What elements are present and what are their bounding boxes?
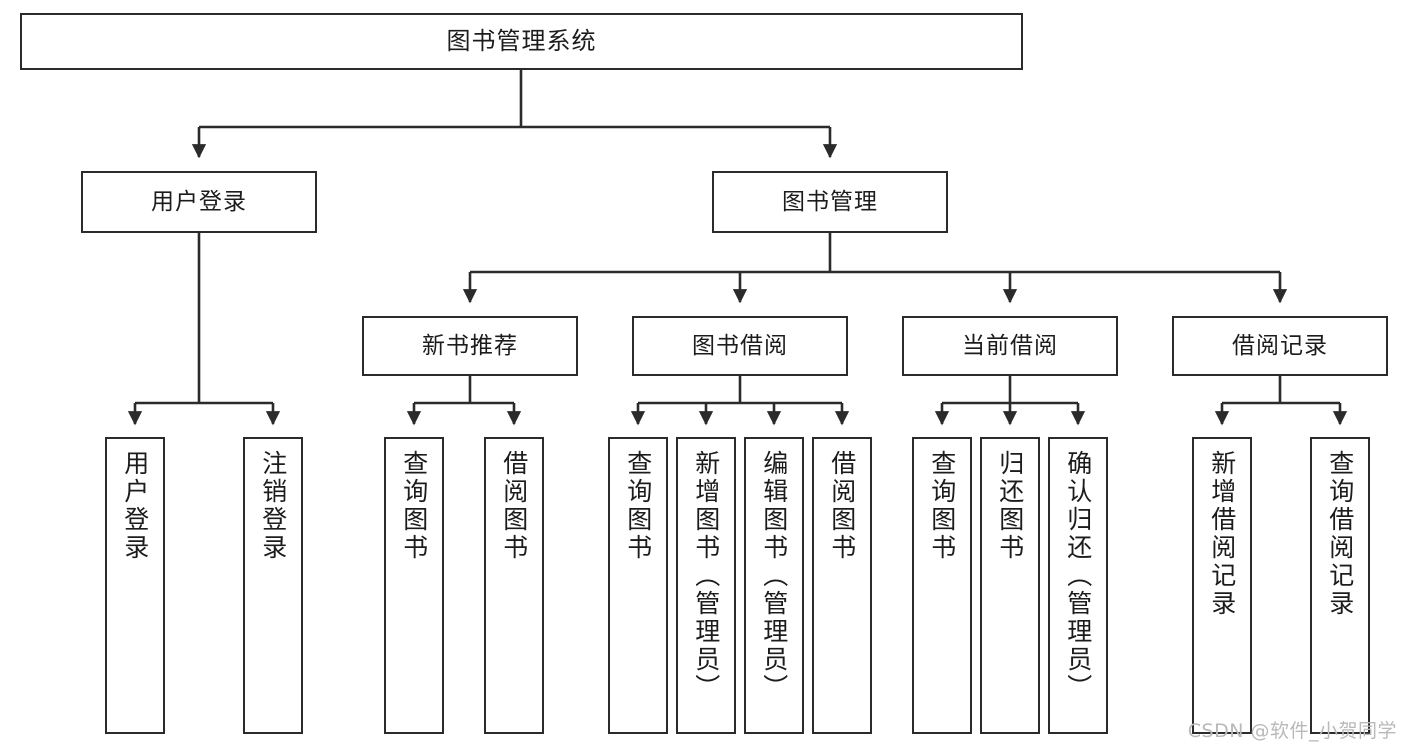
leaf-return-book[interactable]: 归还图书: [980, 437, 1040, 734]
leaf-add-borrow-record[interactable]: 新增借阅记录: [1192, 437, 1252, 734]
leaf-user-login[interactable]: 用户登录: [105, 437, 165, 734]
leaf-query-book-new[interactable]: 查询图书: [384, 437, 444, 734]
leaf-confirm-return-admin-label: 确认归还（管理员）: [1063, 450, 1093, 702]
leaf-borrow-book-new[interactable]: 借阅图书: [484, 437, 544, 734]
leaf-confirm-return-admin[interactable]: 确认归还（管理员）: [1048, 437, 1108, 734]
node-book-borrow-label: 图书借阅: [692, 332, 788, 359]
leaf-logout-label: 注销登录: [258, 450, 288, 562]
leaf-query-book-borrow-label: 查询图书: [623, 450, 653, 562]
leaf-query-book-borrow[interactable]: 查询图书: [608, 437, 668, 734]
watermark: CSDN @软件_小贺同学: [1187, 720, 1397, 742]
node-current-borrow-label: 当前借阅: [962, 332, 1058, 359]
node-root-label: 图书管理系统: [446, 26, 597, 55]
leaf-borrow-book-new-label: 借阅图书: [499, 450, 529, 562]
leaf-query-book-new-label: 查询图书: [399, 450, 429, 562]
leaf-add-book-admin-label: 新增图书（管理员）: [691, 450, 721, 702]
node-user-login-label: 用户登录: [151, 188, 247, 215]
leaf-borrow-book-label: 借阅图书: [827, 450, 857, 562]
leaf-query-borrow-record[interactable]: 查询借阅记录: [1310, 437, 1370, 734]
node-book-management[interactable]: 图书管理: [712, 171, 948, 233]
leaf-query-borrow-record-label: 查询借阅记录: [1325, 450, 1355, 618]
leaf-user-login-label: 用户登录: [120, 450, 150, 562]
node-borrow-record[interactable]: 借阅记录: [1172, 316, 1388, 376]
leaf-edit-book-admin-label: 编辑图书（管理员）: [759, 450, 789, 702]
node-root[interactable]: 图书管理系统: [20, 13, 1023, 70]
leaf-logout[interactable]: 注销登录: [243, 437, 303, 734]
leaf-edit-book-admin[interactable]: 编辑图书（管理员）: [744, 437, 804, 734]
leaf-query-book-current-label: 查询图书: [927, 450, 957, 562]
leaf-query-book-current[interactable]: 查询图书: [912, 437, 972, 734]
node-user-login[interactable]: 用户登录: [81, 171, 317, 233]
node-current-borrow[interactable]: 当前借阅: [902, 316, 1118, 376]
node-new-book-recommend-label: 新书推荐: [422, 332, 518, 359]
node-book-management-label: 图书管理: [782, 188, 878, 215]
leaf-add-book-admin[interactable]: 新增图书（管理员）: [676, 437, 736, 734]
leaf-return-book-label: 归还图书: [995, 450, 1025, 562]
node-book-borrow[interactable]: 图书借阅: [632, 316, 848, 376]
leaf-borrow-book[interactable]: 借阅图书: [812, 437, 872, 734]
node-borrow-record-label: 借阅记录: [1232, 332, 1328, 359]
leaf-add-borrow-record-label: 新增借阅记录: [1207, 450, 1237, 618]
node-new-book-recommend[interactable]: 新书推荐: [362, 316, 578, 376]
